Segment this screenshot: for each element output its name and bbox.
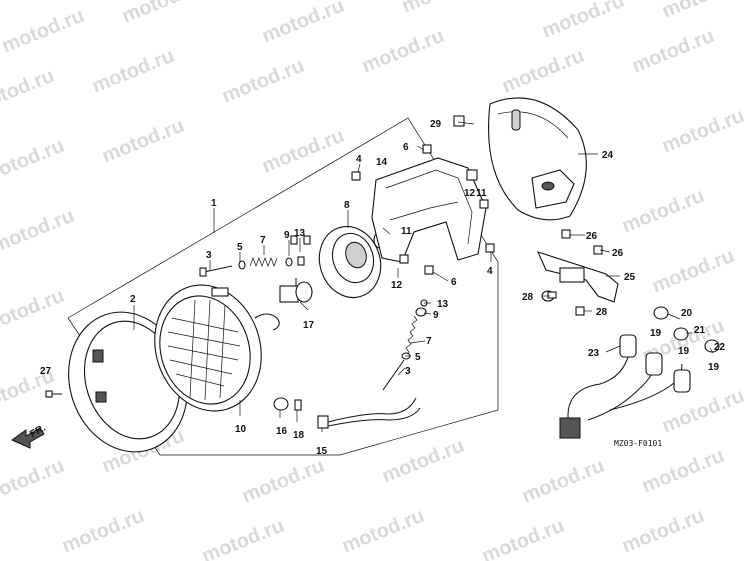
callout-20: 20	[681, 308, 693, 319]
assembly-outline	[67, 117, 499, 456]
headlight-lens-unit	[154, 284, 280, 412]
callout-8: 8	[344, 200, 350, 211]
callout-7: 7	[260, 235, 266, 246]
callout-6b: 6	[451, 277, 457, 288]
callout-26b: 26	[612, 248, 624, 259]
callout-3b: 3	[405, 366, 411, 377]
callout-7b: 7	[426, 336, 432, 347]
direction-label: FR.	[28, 423, 48, 441]
callout-27: 27	[40, 366, 52, 377]
callout-14: 14	[376, 157, 388, 168]
callout-29: 29	[430, 119, 442, 130]
screw-27	[45, 390, 62, 398]
adjust-screw-lower	[382, 299, 428, 391]
callout-13b: 13	[437, 299, 449, 310]
callout-15: 15	[316, 446, 328, 457]
callout-13: 13	[294, 228, 306, 239]
callout-24: 24	[602, 150, 614, 161]
callout-6: 6	[403, 142, 409, 153]
callout-23: 23	[588, 348, 600, 359]
callout-4: 4	[356, 154, 362, 165]
callout-10: 10	[235, 424, 247, 435]
position-lamp-lead	[273, 397, 421, 429]
callout-26: 26	[586, 231, 598, 242]
headlight-bulb	[279, 278, 313, 303]
callout-19c: 19	[708, 362, 720, 373]
callout-25: 25	[624, 272, 636, 283]
callout-2: 2	[130, 294, 136, 305]
callout-19: 19	[650, 328, 662, 339]
callout-21: 21	[694, 325, 706, 336]
callout-3: 3	[206, 250, 212, 261]
callout-11b: 11	[476, 188, 487, 199]
fasteners	[290, 115, 603, 316]
callout-17: 17	[303, 320, 315, 331]
diagram-code: MZ03-F0101	[614, 439, 662, 448]
callout-5b: 5	[415, 352, 421, 363]
callout-12: 12	[391, 280, 403, 291]
wire-harness-23	[559, 306, 720, 439]
callout-1: 1	[211, 198, 217, 209]
callout-18: 18	[293, 430, 305, 441]
stay-25	[536, 251, 619, 303]
callout-28b: 28	[596, 307, 608, 318]
callout-16: 16	[276, 426, 288, 437]
callout-5: 5	[237, 242, 243, 253]
adjust-screw-upper	[199, 256, 305, 277]
callout-11: 11	[401, 226, 412, 237]
front-direction-arrow: FR.	[10, 423, 48, 449]
callout-28: 28	[522, 292, 534, 303]
callout-9b: 9	[433, 310, 439, 321]
callout-labels: 1 2 3 3 4 4 5 5 6 6 7 7 8 9 9 10 11 11 1…	[40, 119, 726, 457]
leader-lines	[133, 121, 714, 432]
callout-4b: 4	[487, 266, 493, 277]
callout-22: 22	[714, 342, 726, 353]
mounting-bracket-14	[371, 157, 489, 263]
callout-19b: 19	[678, 346, 690, 357]
callout-12b: 12	[464, 188, 476, 199]
headlight-case	[487, 97, 587, 221]
callout-9: 9	[284, 230, 290, 241]
